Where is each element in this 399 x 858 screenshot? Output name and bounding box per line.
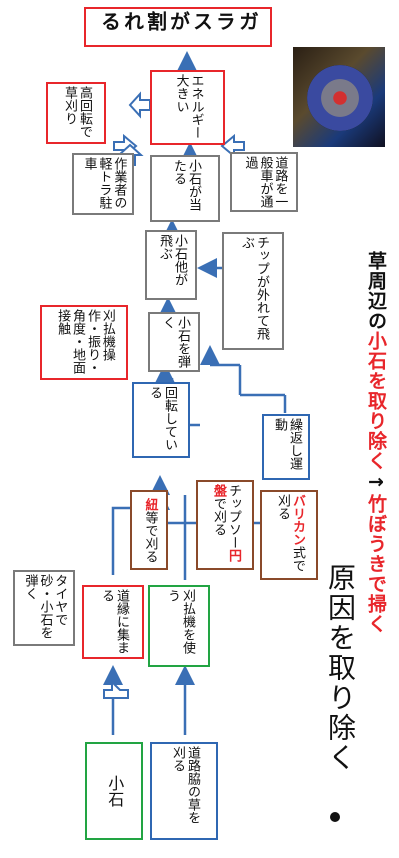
- mower-operation-box: 刈払機操作・振り・角度・地面接触: [40, 305, 128, 380]
- high-rpm-box: 高回転で草刈り: [46, 82, 106, 144]
- stone-hits-box: 小石が当たる: [150, 155, 220, 222]
- barikan-cut-box: バリカン式で刈る: [260, 490, 318, 580]
- string-cut-box: 紐等で刈る: [130, 490, 168, 570]
- reciprocating-box: 繰返し運動: [262, 414, 310, 480]
- tire-flick-box: タイヤで砂・小石を弾く: [13, 570, 75, 646]
- chipsaw-cut-box: チップソー円盤で刈る: [196, 480, 254, 570]
- public-car-box: 道路を一般車が通過: [230, 152, 298, 212]
- glass-breaks-box: ガラスが割れる: [84, 7, 272, 47]
- roadside-grass-box: 道路脇の草を刈る: [150, 742, 218, 840]
- stones-fly-box: 小石他が飛ぶ: [145, 230, 197, 300]
- energy-box: エネルギー大きい: [150, 70, 225, 145]
- blade-disc-icon: [307, 65, 373, 131]
- rotating-box: 回転している: [132, 382, 190, 458]
- pebble-box: 小石: [85, 742, 143, 840]
- bullet-point: [330, 812, 340, 822]
- flick-stones-box: 小石を弾く: [148, 312, 200, 372]
- chip-detach-box: チップが外れて飛ぶ: [222, 232, 284, 350]
- roadside-gather-box: 道縁に集まる: [82, 585, 144, 659]
- broken-window-photo: [293, 47, 385, 147]
- worker-truck-box: 作業者の軽トラ駐車: [72, 153, 134, 215]
- use-mower-box: 刈払機を使う: [148, 585, 210, 667]
- countermeasure-text: 草周辺の小石を取り除く→竹ぼうきで掃く: [365, 251, 387, 634]
- main-heading: 原因を取り除く: [324, 563, 357, 773]
